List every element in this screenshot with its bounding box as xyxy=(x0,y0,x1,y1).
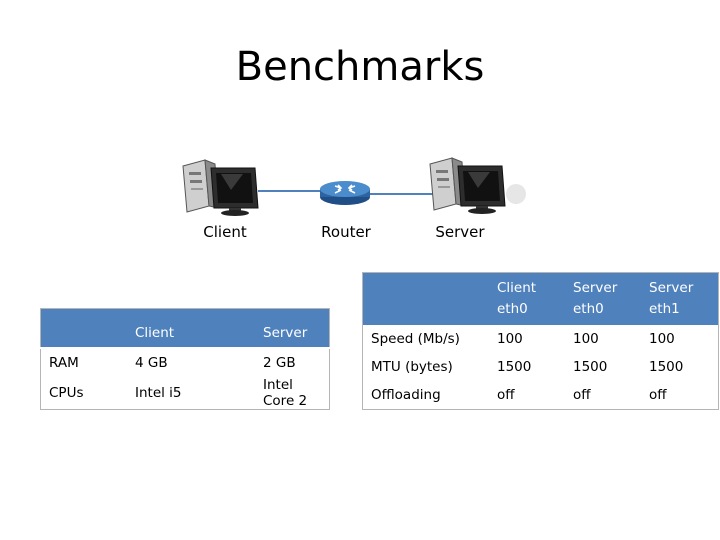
header-cell xyxy=(40,308,127,348)
desktop-computer-icon xyxy=(182,159,259,216)
header-line: Server xyxy=(573,280,618,296)
header-line: eth1 xyxy=(649,301,680,317)
row-label: MTU (bytes) xyxy=(371,359,453,375)
hardware-specs-table: Client Server RAM 4 GB 2 GB CPUs Intel i… xyxy=(40,308,330,410)
table-cell: 2 GB xyxy=(255,347,330,377)
table-cell: 100 xyxy=(497,331,523,347)
table-cell: off xyxy=(497,387,515,403)
table-row: RAM 4 GB 2 GB xyxy=(40,347,330,377)
table-cell: Intel Core 2 xyxy=(263,377,308,409)
table-row: MTU (bytes) 1500 1500 1500 xyxy=(363,353,719,381)
desktop-computer-icon xyxy=(429,157,526,214)
table-cell: 100 xyxy=(573,331,599,347)
table-row: Offloading off off off xyxy=(363,381,719,410)
table-cell: 4 GB xyxy=(127,347,255,377)
table-header-row: Client eth0 Server eth0 Server eth1 xyxy=(362,272,719,325)
client-label: Client xyxy=(203,223,247,241)
table-cell: Intel i5 xyxy=(135,385,182,401)
header-line: eth0 xyxy=(573,301,604,317)
network-interface-table: Client eth0 Server eth0 Server eth1 Spee… xyxy=(362,272,719,410)
header-cell: Server eth0 xyxy=(565,272,641,325)
row-label: Offloading xyxy=(371,387,441,403)
header-cell xyxy=(362,272,489,325)
slide-title: Benchmarks xyxy=(235,44,485,90)
table-row: CPUs Intel i5 Intel Core 2 xyxy=(41,377,330,410)
network-diagram xyxy=(182,157,526,216)
table-header-row: Client Server xyxy=(40,308,330,348)
table-row: Speed (Mb/s) 100 100 100 xyxy=(363,325,719,353)
header-line: Server xyxy=(649,280,694,296)
header-cell: Client eth0 xyxy=(489,272,565,325)
router-label: Router xyxy=(321,223,371,241)
table-cell: off xyxy=(573,387,591,403)
table-cell: off xyxy=(649,387,667,403)
router-icon xyxy=(320,181,370,205)
table-cell: 1500 xyxy=(573,359,608,375)
header-line: eth0 xyxy=(497,301,528,317)
row-label: CPUs xyxy=(49,385,84,401)
header-cell: Client xyxy=(127,308,255,348)
table-cell: 1500 xyxy=(497,359,532,375)
header-cell: Server eth1 xyxy=(641,272,719,325)
row-label: RAM xyxy=(40,347,127,377)
table-cell: 100 xyxy=(649,331,675,347)
row-label: Speed (Mb/s) xyxy=(371,331,460,347)
table-cell: 1500 xyxy=(649,359,684,375)
header-cell: Server xyxy=(255,308,330,348)
server-label: Server xyxy=(435,223,485,241)
header-line: Client xyxy=(497,280,537,296)
